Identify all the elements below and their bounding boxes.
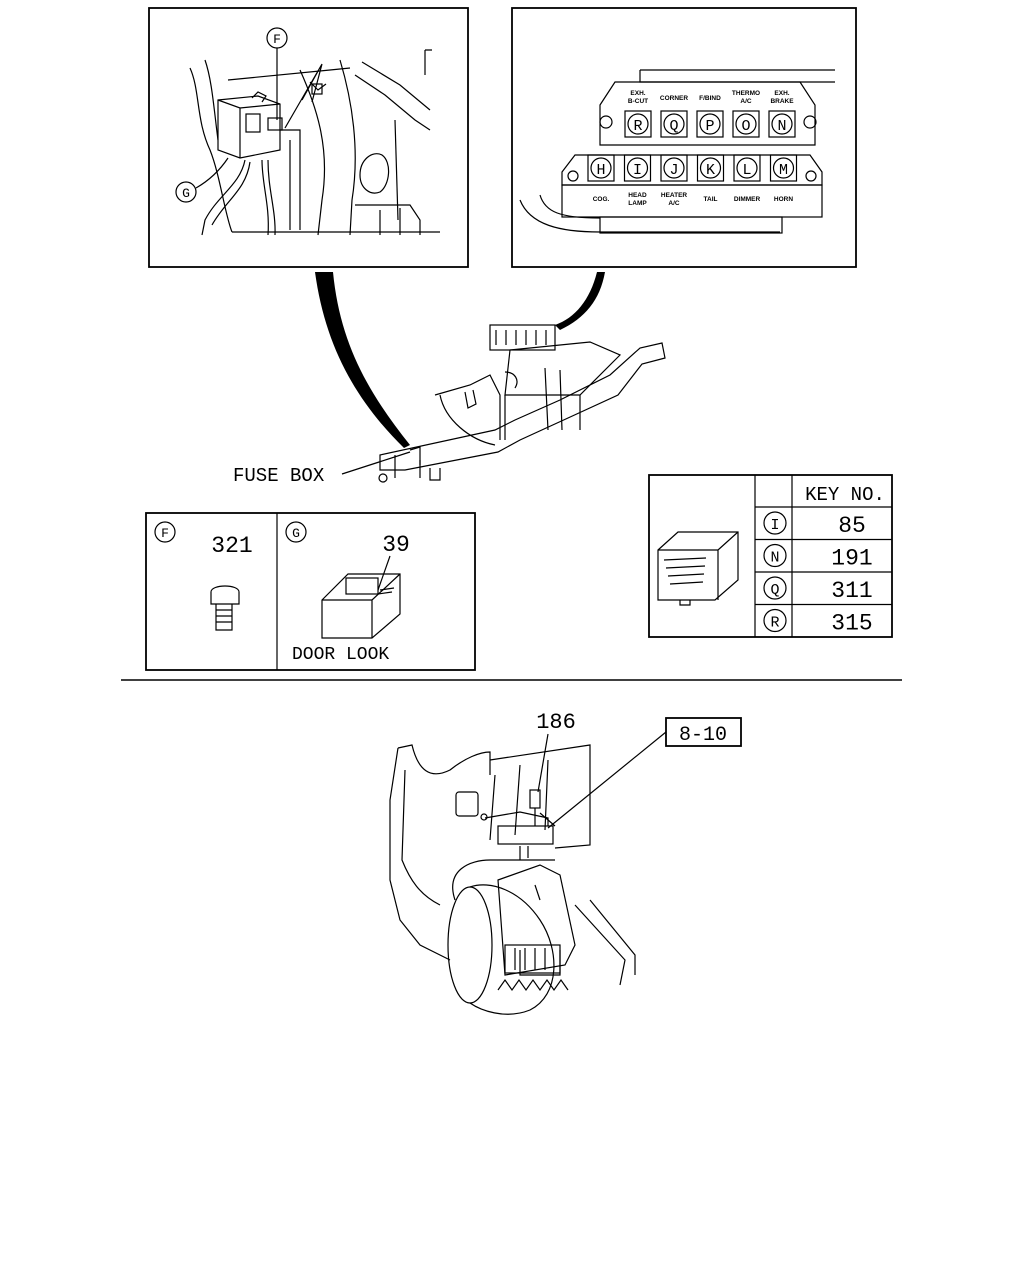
lower-part-number: 186 [536, 710, 576, 735]
key-row: N 191 [755, 538, 892, 572]
fuse-slot-l: L [733, 154, 761, 182]
fuse-bottom-label: LAMP [628, 200, 647, 207]
relay-detail-panel: F G [148, 7, 469, 268]
parts-f-letter: F [161, 526, 169, 541]
fuse-bottom-label: HORN [774, 196, 793, 203]
fuse-top-label: THERMO [732, 90, 760, 97]
fuse-bottom-label: HEATER [661, 192, 688, 199]
fuse-top-label: EXH. [630, 90, 645, 97]
lower-ref-label: 8-10 [679, 724, 727, 747]
relay-photo-icon [657, 531, 739, 606]
fuse-letter: H [596, 162, 605, 179]
parts-g-letter: G [292, 526, 300, 541]
key-row-letter: R [770, 615, 779, 632]
bolt-part-icon [210, 585, 240, 631]
fuse-letter: K [706, 162, 715, 179]
fuse-slot-m: M [769, 154, 798, 182]
key-row: R 315 [755, 603, 892, 637]
key-row-letter: N [770, 550, 779, 567]
fuse-bottom-label: A/C [668, 200, 680, 207]
parts-box: F 321 G 39 DOOR LOOK [145, 512, 476, 671]
key-table-header: KEY NO. [805, 484, 885, 506]
callout-g-label: G [182, 186, 190, 201]
fuse-slot-i: I [623, 154, 652, 182]
leader-arcs [315, 272, 605, 448]
fuse-bottom-label: TAIL [704, 196, 718, 203]
fuse-box-label: FUSE BOX [233, 465, 325, 487]
fuse-bottom-label: HEAD [628, 192, 647, 199]
parts-g-caption: DOOR LOOK [292, 645, 389, 665]
fuse-bottom-label: COG. [593, 196, 610, 203]
key-row-letter: I [770, 517, 779, 534]
key-row: I 85 [763, 511, 866, 539]
fuse-slot-j: J [660, 154, 688, 182]
fuse-top-label: A/C [740, 98, 752, 105]
fuse-letter: R [633, 118, 642, 135]
fuse-slot-h: H [587, 154, 615, 182]
key-row-value: 315 [831, 611, 872, 637]
fuse-bottom-label: DIMMER [734, 196, 761, 203]
fuse-letter: L [742, 162, 751, 179]
chassis-fuse-box-illustration: FUSE BOX [233, 324, 666, 487]
parts-g-number: 39 [382, 532, 410, 558]
parts-f-number: 321 [211, 533, 252, 559]
callout-f-label: F [273, 32, 281, 47]
cab-illustration: 186 8-10 [389, 710, 742, 1015]
fuse-top-label: EXH. [774, 90, 789, 97]
fuse-top-label: B-CUT [628, 98, 648, 105]
fuse-letter: N [777, 118, 786, 135]
fuse-slot-r: R [624, 110, 652, 138]
key-row-value: 191 [831, 546, 872, 572]
fuse-slot-o: O [732, 110, 760, 138]
fuse-top-label: F/BIND [699, 95, 721, 102]
fuse-slot-k: K [696, 154, 725, 182]
fuse-letter: Q [669, 118, 678, 135]
key-row-value: 311 [831, 578, 872, 604]
key-row-value: 85 [838, 513, 866, 539]
fuse-top-label: BRAKE [770, 98, 794, 105]
fuse-slot-p: P [696, 110, 724, 138]
fuse-letter: M [779, 162, 788, 179]
fuse-letter: J [669, 162, 678, 179]
fuse-letter: I [633, 162, 642, 179]
fuse-top-label: CORNER [660, 95, 688, 102]
fuse-slot-q: Q [660, 110, 688, 138]
key-row-letter: Q [770, 582, 779, 599]
fuse-slot-n: N [768, 110, 796, 138]
door-lock-relay-icon [321, 573, 401, 639]
key-row: Q 311 [755, 571, 892, 604]
fuse-letter: P [705, 118, 714, 135]
fuse-letter: O [741, 118, 750, 135]
